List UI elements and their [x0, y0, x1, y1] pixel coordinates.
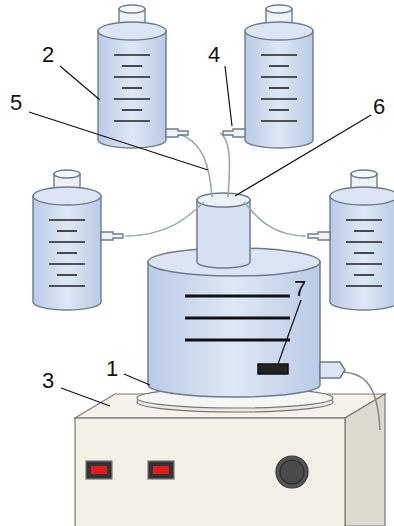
reservoir-bottle: [33, 170, 123, 310]
callout-number: 6: [373, 96, 385, 118]
reservoir-bottle: [308, 170, 394, 310]
graduation-marks: [185, 296, 290, 340]
callout-number: 1: [106, 358, 118, 380]
callout-number: 5: [10, 92, 22, 114]
callout-number: 7: [294, 278, 306, 300]
callout-number: 4: [208, 44, 220, 66]
magnetic-stirrer: [75, 388, 385, 526]
callout-number: 2: [42, 44, 54, 66]
cable: [340, 372, 380, 430]
reservoir-bottle: [223, 5, 313, 148]
reservoir-bottle: [98, 5, 188, 148]
callout-number: 3: [42, 370, 54, 392]
leader-line: [29, 66, 371, 406]
